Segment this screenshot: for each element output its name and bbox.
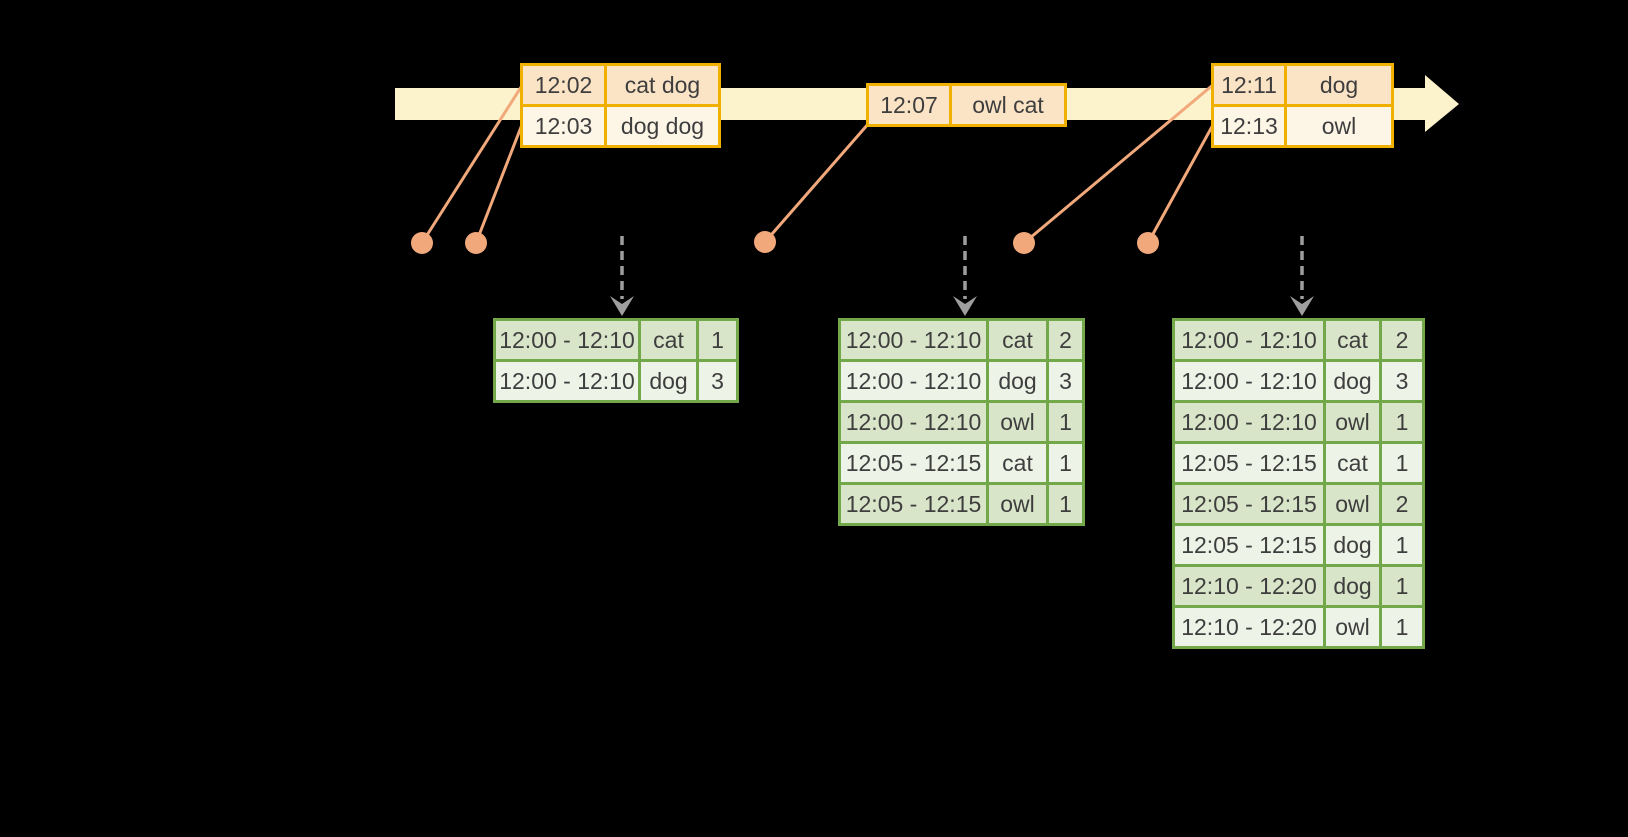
table-cell: 12:07 xyxy=(866,83,952,127)
table-cell: cat dog xyxy=(604,63,721,107)
event-connector-line xyxy=(763,122,871,243)
event-dot xyxy=(1013,232,1035,254)
event-connector-line xyxy=(420,83,525,244)
table-cell: cat xyxy=(986,441,1049,485)
table-cell: 1 xyxy=(1379,441,1425,485)
table-cell: 12:02 xyxy=(520,63,607,107)
table-cell: 2 xyxy=(1379,482,1425,526)
event-dot xyxy=(411,232,433,254)
table-cell: 12:10 - 12:20 xyxy=(1172,564,1326,608)
table-cell: 3 xyxy=(696,359,739,403)
trigger-arrowhead-icon xyxy=(610,296,634,316)
event-connectors xyxy=(411,82,1216,254)
table-cell: cat xyxy=(638,318,699,362)
table-cell: 12:11 xyxy=(1211,63,1287,107)
table-cell: cat xyxy=(986,318,1049,362)
table-cell: 12:00 - 12:10 xyxy=(1172,359,1326,403)
table-cell: 12:00 - 12:10 xyxy=(493,318,641,362)
event-dot xyxy=(1137,232,1159,254)
table-cell: cat xyxy=(1323,318,1382,362)
table-cell: 1 xyxy=(1379,564,1425,608)
table-cell: dog xyxy=(638,359,699,403)
table-cell: owl xyxy=(1323,400,1382,444)
table-cell: 12:00 - 12:10 xyxy=(493,359,641,403)
table-cell: owl xyxy=(1323,605,1382,649)
table-cell: cat xyxy=(1323,441,1382,485)
table-cell: 1 xyxy=(1046,400,1085,444)
table-cell: 12:13 xyxy=(1211,104,1287,148)
event-connector-line xyxy=(1146,122,1216,244)
table-cell: owl cat xyxy=(949,83,1067,127)
table-cell: 1 xyxy=(1379,523,1425,567)
table-cell: 1 xyxy=(1046,441,1085,485)
table-cell: 12:05 - 12:15 xyxy=(1172,482,1326,526)
table-cell: dog xyxy=(1284,63,1394,107)
table-cell: 12:05 - 12:15 xyxy=(838,482,989,526)
table-cell: owl xyxy=(1284,104,1394,148)
table-cell: 12:05 - 12:15 xyxy=(1172,523,1326,567)
trigger-arrowhead-icon xyxy=(953,296,977,316)
table-cell: 12:00 - 12:10 xyxy=(838,359,989,403)
table-cell: 12:10 - 12:20 xyxy=(1172,605,1326,649)
table-cell: 12:05 - 12:15 xyxy=(1172,441,1326,485)
table-cell: dog xyxy=(986,359,1049,403)
table-cell: owl xyxy=(1323,482,1382,526)
event-connector-line xyxy=(474,121,525,244)
table-cell: 12:00 - 12:10 xyxy=(1172,318,1326,362)
table-cell: 12:00 - 12:10 xyxy=(1172,400,1326,444)
table-cell: 12:00 - 12:10 xyxy=(838,400,989,444)
table-cell: 1 xyxy=(1379,400,1425,444)
table-cell: dog xyxy=(1323,359,1382,403)
table-cell: 12:05 - 12:15 xyxy=(838,441,989,485)
table-cell: owl xyxy=(986,400,1049,444)
table-cell: 12:00 - 12:10 xyxy=(838,318,989,362)
table-cell: 2 xyxy=(1046,318,1085,362)
table-cell: 2 xyxy=(1379,318,1425,362)
trigger-arrows xyxy=(610,236,1314,316)
table-cell: 12:03 xyxy=(520,104,607,148)
table-cell: 3 xyxy=(1046,359,1085,403)
event-dot xyxy=(465,232,487,254)
trigger-arrowhead-icon xyxy=(1290,296,1314,316)
table-cell: 1 xyxy=(1046,482,1085,526)
table-cell: owl xyxy=(986,482,1049,526)
table-cell: dog xyxy=(1323,523,1382,567)
table-cell: 1 xyxy=(696,318,739,362)
table-cell: 3 xyxy=(1379,359,1425,403)
table-cell: dog dog xyxy=(604,104,721,148)
event-dot xyxy=(754,231,776,253)
event-connector-line xyxy=(1023,82,1215,245)
timeline-arrowhead-icon xyxy=(1425,75,1459,132)
table-cell: dog xyxy=(1323,564,1382,608)
table-cell: 1 xyxy=(1379,605,1425,649)
